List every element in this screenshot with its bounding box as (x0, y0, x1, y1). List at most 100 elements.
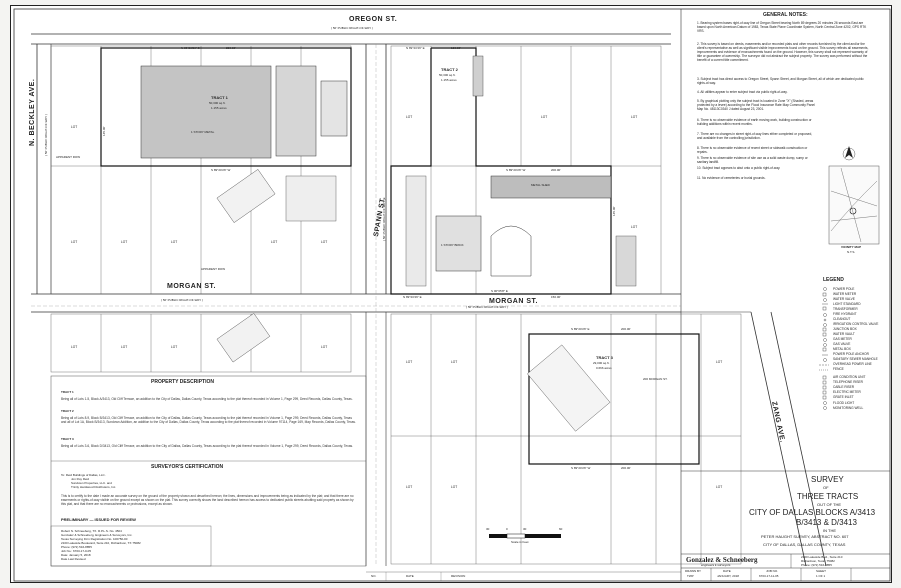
lot-label: LOT (171, 240, 178, 244)
bearing-label: S 00°05'8" E (491, 289, 508, 293)
lot-label: LOT (406, 485, 413, 489)
preliminary-title: PRELIMINARY — ISSUED FOR REVIEW (61, 517, 136, 522)
tract-1-label: TRACT 1 (211, 95, 228, 100)
tract-2-area: 50,300 sq.ft. (439, 73, 456, 77)
firm-phone: Phone: (972) 516-8855 (801, 563, 832, 567)
certification-to: Sundown Properties, LLC. and (71, 481, 112, 485)
lot-label: LOT (406, 115, 413, 119)
surveyor-date-revised: Date Last Revised (61, 557, 86, 561)
general-note: 4. All utilities appear to enter subject… (697, 90, 788, 94)
distance-label: 200.00' (551, 168, 561, 172)
certification-body: This is to certify to the date I made an… (61, 494, 354, 507)
vicinity-map-scale: N.T.S. (847, 250, 856, 254)
surveyor-date: Date: January 5, 2018 (61, 553, 91, 557)
beckley-avenue-label: N. BECKLEY AVE. (29, 78, 36, 146)
spann-row-note: ( 50' PUBLIC RIGHT-OF-WAY ) (382, 199, 386, 241)
general-note: 8. There is no observable evidence of re… (697, 146, 808, 154)
beckley-row-note: ( 50' PUBLIC RIGHT-OF-WAY ) (44, 114, 48, 156)
title-out-of: OUT OF THE (817, 502, 842, 507)
certification-to: Jon Roy Reid (71, 477, 90, 481)
tract-1-acres: 1.155 acres (211, 106, 227, 110)
legend-item: OVERHEAD POWER LINE (833, 362, 872, 366)
scale-label: Scale in Feet (511, 540, 529, 544)
tract-1-heading: TRACT 1 (61, 390, 74, 394)
lot-label: LOT (321, 240, 328, 244)
tract-1-area: 50,300 sq.ft. (209, 101, 226, 105)
bearing-label: S 89°20'26" W (571, 466, 591, 470)
tract-3-acres: 0.666 acres (596, 366, 612, 370)
legend-item: SANITARY SEWER MANHOLE (833, 357, 878, 361)
title-three-tracts: THREE TRACTS (797, 492, 859, 501)
title-county: CITY OF DALLAS, DALLAS COUNTY, TEXAS (763, 542, 846, 547)
lot-label: LOT (451, 485, 458, 489)
title-of: OF (823, 485, 829, 490)
morgan-street-label-right: MORGAN ST. (489, 298, 538, 305)
field-value: 1 OF 1 (816, 574, 826, 578)
tract-1-description: Being all of Lots 1-5, Block A/3413, Old… (61, 397, 353, 401)
field-label: SHEET (816, 569, 827, 573)
distance-label: 100.00' (451, 46, 461, 50)
legend-item: GAS METER (833, 337, 852, 341)
lot-label: LOT (71, 345, 78, 349)
vicinity-map-label: VICINITY MAP (841, 245, 862, 249)
bearing-label: N 89°20'26" E (406, 46, 425, 50)
legend-item: GRATE INLET (833, 395, 854, 399)
general-note: 9. There is no observable evidence of si… (697, 156, 808, 164)
field-value: TWP (687, 574, 694, 578)
surveyor-name: Robert N. Schneeberg, TX. R.P.L.S. No. 4… (61, 529, 122, 533)
tract-2-acres: 1.155 acres (441, 78, 457, 82)
revision-col-revision: REVISION (451, 574, 466, 578)
legend-item: WATER VAULT (833, 332, 855, 336)
firm-address: Richardson, Texas 75082 (801, 559, 835, 563)
general-note: 5. By graphical plotting only the subjec… (697, 99, 815, 111)
general-notes-title: GENERAL NOTES: (763, 12, 808, 18)
title-blocks: B/3413 & D/3413 (796, 518, 857, 527)
scale-tick: 30 (523, 527, 527, 531)
scale-tick: 30 (486, 527, 490, 531)
certification-to: To: Reid Buildings of Dallas, LLC. (61, 473, 106, 477)
property-description-title: PROPERTY DESCRIPTION (151, 379, 214, 385)
legend-item: JUNCTION BOX (833, 327, 857, 331)
title-survey: SURVEY (811, 475, 844, 484)
surveyor-certification-title: SURVEYOR'S CERTIFICATION (151, 464, 224, 470)
distance-label: 200.00' (621, 466, 631, 470)
survey-linework (13, 8, 891, 582)
title-survey-name: PETER HAUGHT SURVEY, ABSTRACT NO. 607 (761, 534, 849, 539)
general-note: 3. Subject tract has direct access to Or… (697, 77, 864, 85)
lot-label: LOT (631, 115, 638, 119)
distance-label: 150.00' (551, 295, 561, 299)
legend-item: FIRE HYDRANT (833, 312, 857, 316)
lot-label: LOT (321, 345, 328, 349)
lot-label: LOT (631, 225, 638, 229)
field-label: JOB NO. (766, 569, 779, 573)
general-note: 2. This survey is based on deeds, easeme… (697, 42, 869, 62)
legend-title: LEGEND (823, 277, 844, 283)
legend-item: TELEPHONE RISER (833, 380, 863, 384)
surveyor-address: 2100 Lakeside Boulevard, Suite 210, Rich… (61, 541, 141, 545)
general-note: 6. There is no observable evidence of ea… (697, 118, 812, 126)
oregon-row-note: ( 50' PUBLIC RIGHT-OF-WAY ) (331, 26, 373, 30)
legend-item: CABLE RISER (833, 385, 855, 389)
lot-label: LOT (716, 485, 723, 489)
morgan-row-note-left: ( 50' PUBLIC RIGHT-OF-WAY ) (161, 298, 203, 302)
field-value: 6703-17-11-05 (759, 574, 779, 578)
legend-item: METAL BOX (833, 347, 851, 351)
legend-item: IRRIGATION CONTROL VALVE (833, 322, 879, 326)
survey-sheet: OREGON ST. ( 50' PUBLIC RIGHT-OF-WAY ) M… (10, 5, 892, 583)
legend-item: GAS VALVE (833, 342, 851, 346)
scale-tick: 60 (559, 527, 563, 531)
firm-name: Gonzalez & Schneeberg (686, 556, 758, 564)
title-city-blocks: CITY OF DALLAS BLOCKS A/3413 (749, 508, 876, 517)
bearing-label: S 89°20'26" E (571, 327, 590, 331)
legend-item: AIR CONDITION UNIT (833, 375, 866, 379)
lot-label: LOT (716, 360, 723, 364)
tract-3-description: Being all of Lots 3-6, Block D/3413, Old… (61, 444, 353, 448)
general-note: 10. Subject tract appears to abut onto a… (697, 166, 781, 170)
legend-item: FENCE (833, 367, 844, 371)
general-note: 1. Bearing system bases right-of-way lin… (697, 21, 867, 33)
distance-label: 200.00' (621, 327, 631, 331)
surveyor-phone: Phone: (972) 516-8855 (61, 545, 92, 549)
bearing-label: S 89°20'26" W (211, 168, 231, 172)
tract-3-heading: TRACT 3 (61, 437, 74, 441)
lot-label: LOT (541, 115, 548, 119)
